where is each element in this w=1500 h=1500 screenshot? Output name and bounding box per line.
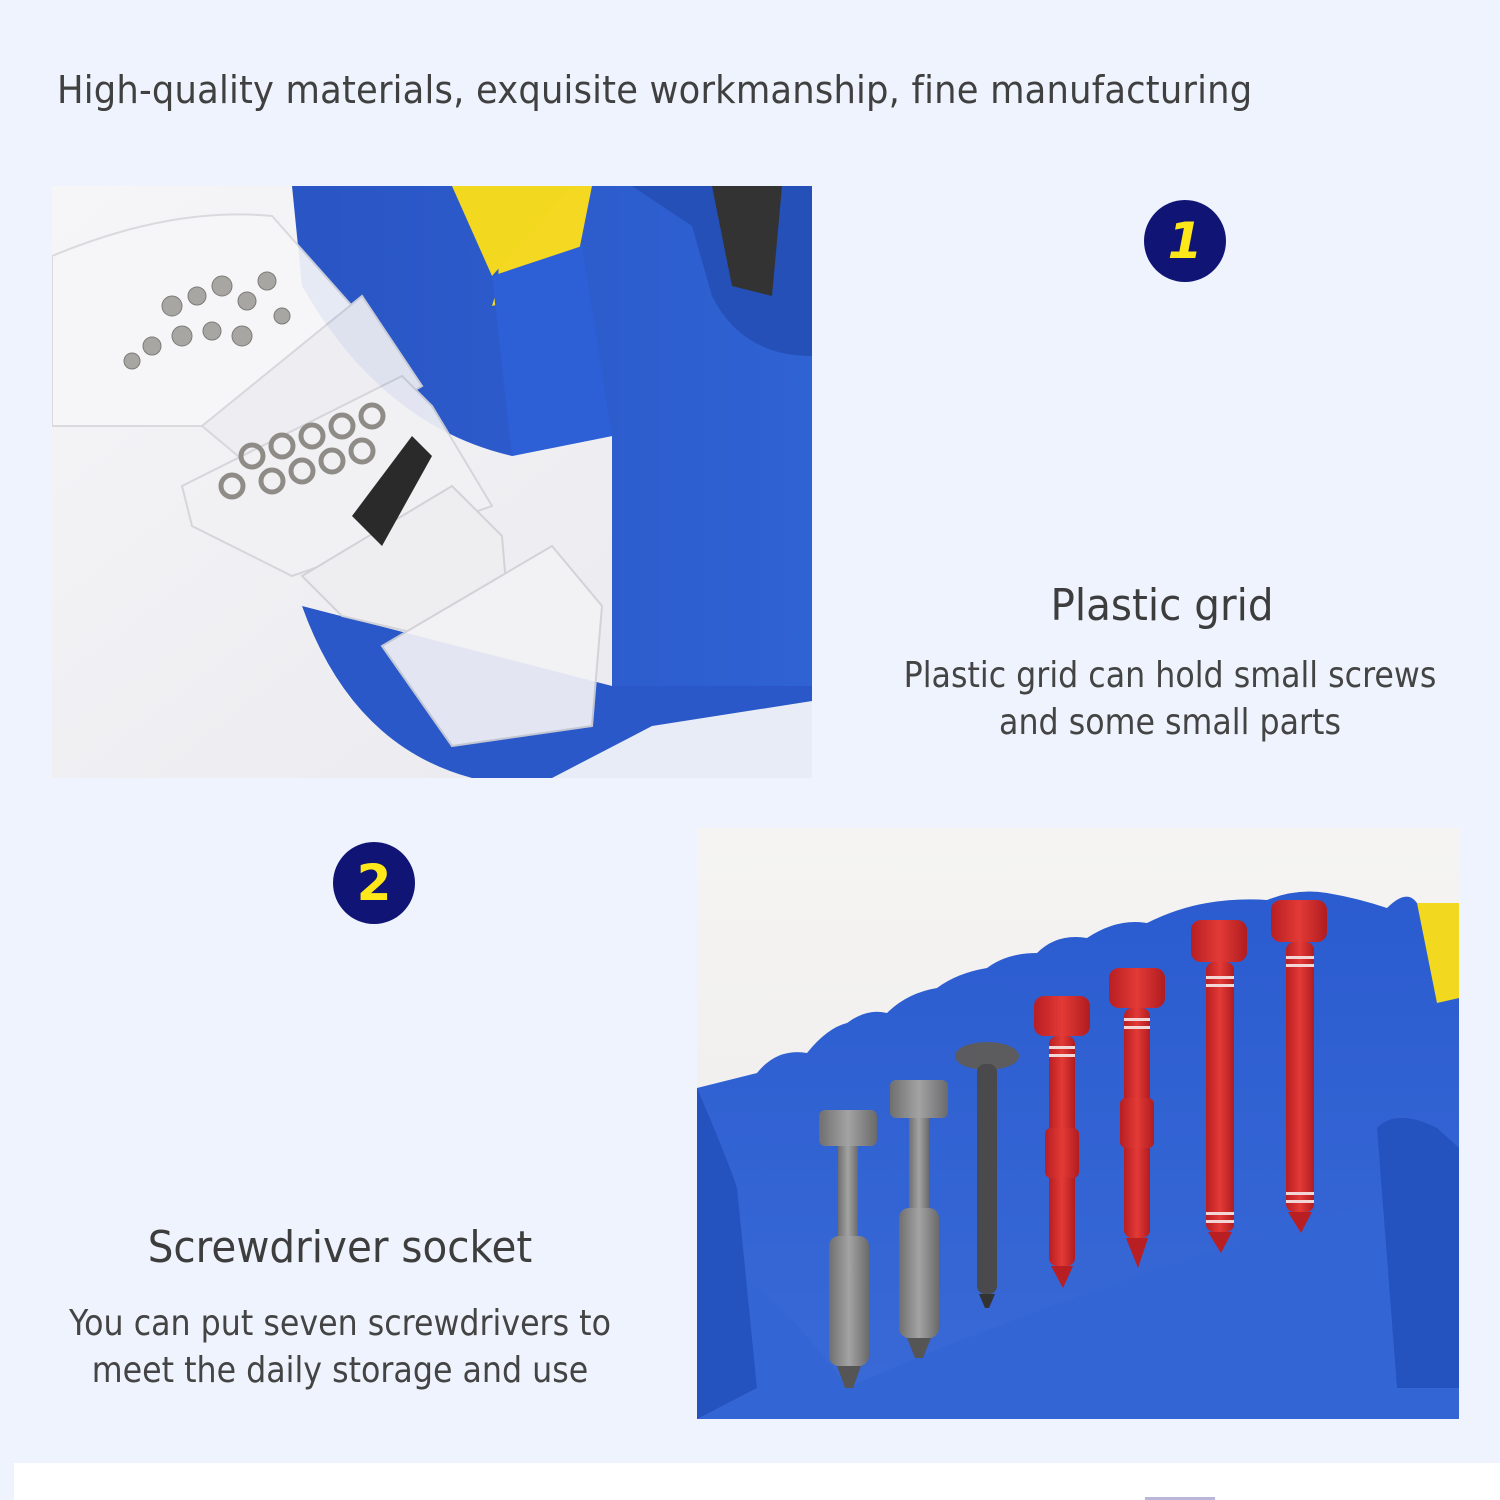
description-line: Plastic grid can hold small screws — [903, 655, 1437, 696]
headline: High-quality materials, exquisite workma… — [57, 68, 1253, 112]
screwdriver-gray-1 — [819, 1110, 877, 1388]
description-line: and some small parts — [999, 702, 1341, 743]
description-line: meet the daily storage and use — [91, 1350, 589, 1391]
next-section-panel — [14, 1463, 1500, 1500]
organizer-drawers-illustration — [52, 186, 812, 778]
screwdriver-holder-illustration — [697, 828, 1459, 1419]
feature-number-badge-1: 1 — [1144, 200, 1226, 282]
screwdriver-red-5 — [1109, 968, 1165, 1268]
feature-description-screwdriver-socket: You can put seven screwdrivers to meet t… — [32, 1300, 648, 1394]
feature-description-plastic-grid: Plastic grid can hold small screws and s… — [862, 652, 1478, 746]
screwdriver-gray-2 — [890, 1080, 948, 1358]
feature-number-badge-2: 2 — [333, 842, 415, 924]
feature-title-screwdriver-socket: Screwdriver socket — [147, 1222, 533, 1273]
screwdriver-red-4 — [1034, 996, 1090, 1288]
next-section-decoration — [1145, 1497, 1215, 1500]
description-line: You can put seven screwdrivers to — [69, 1303, 611, 1344]
feature-title-plastic-grid: Plastic grid — [1050, 580, 1274, 631]
screwdriver-red-6 — [1191, 920, 1247, 1253]
plastic-grid-photo — [52, 186, 812, 778]
badge-number: 2 — [356, 854, 392, 912]
screwdriver-dark-3 — [955, 1042, 1019, 1308]
screwdriver-red-7 — [1271, 900, 1327, 1233]
screwdriver-socket-photo — [697, 828, 1459, 1419]
badge-number: 1 — [1167, 212, 1203, 270]
